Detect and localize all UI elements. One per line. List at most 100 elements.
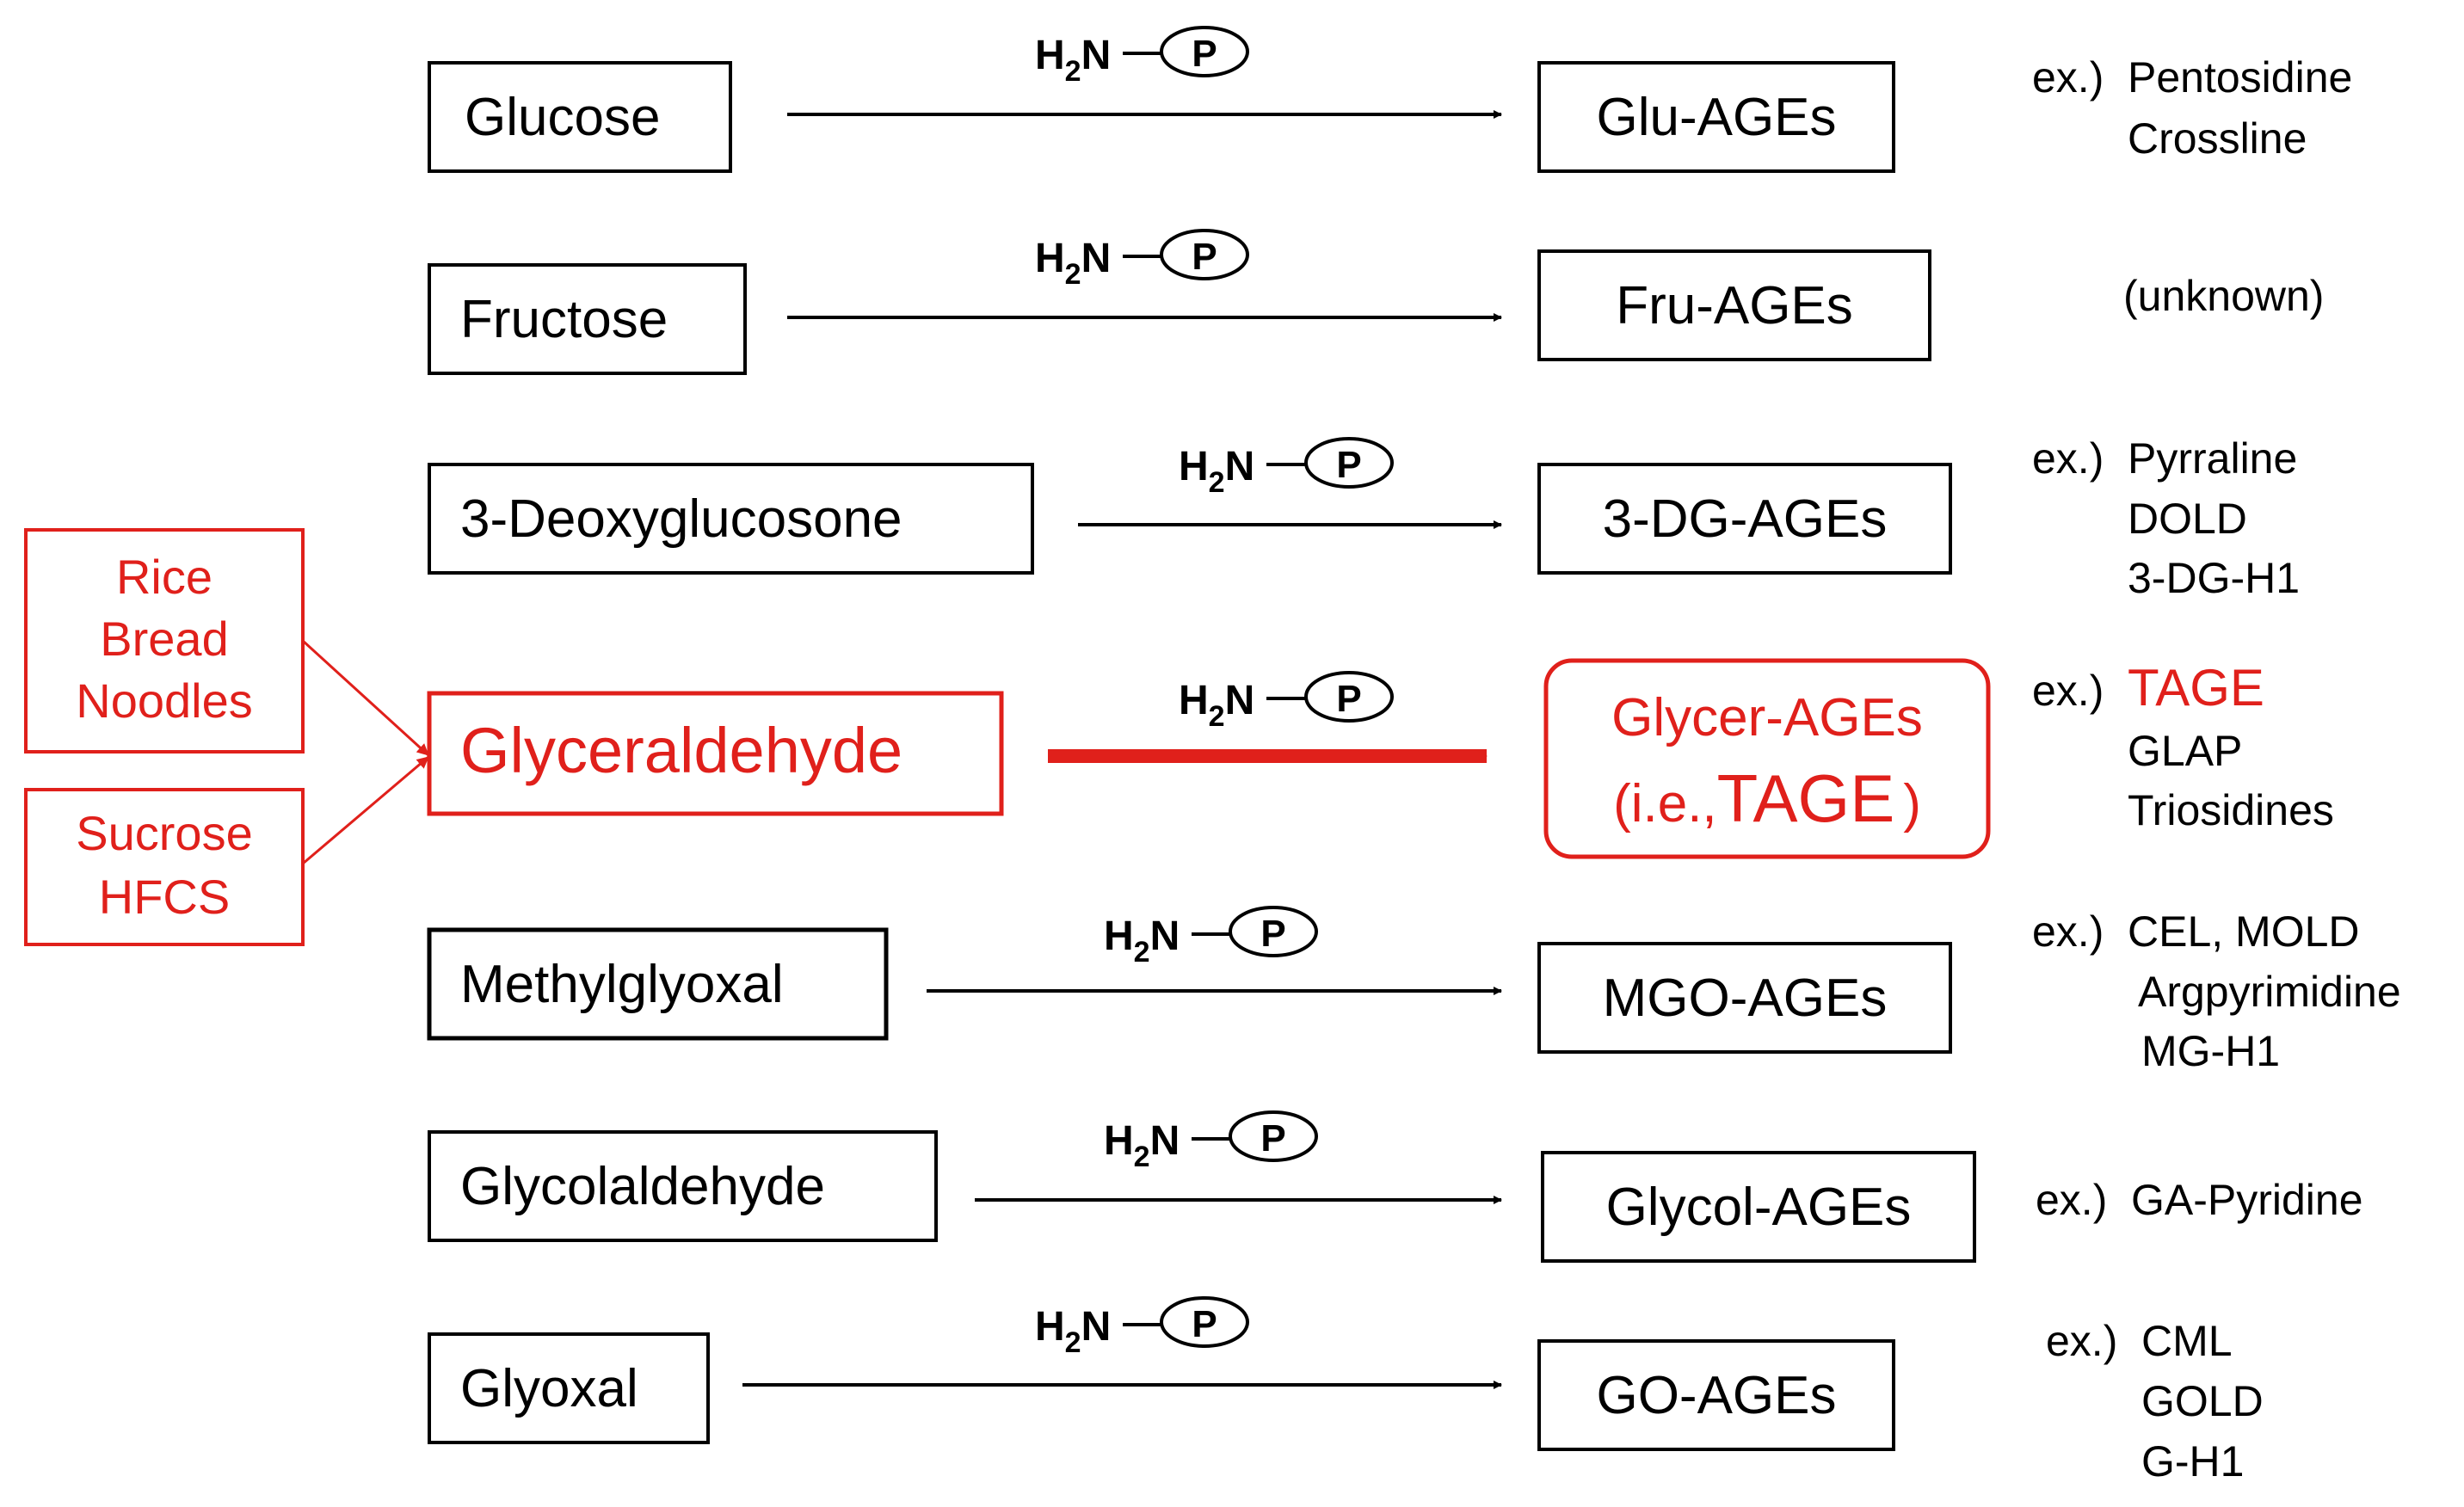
precursor-box [428, 1130, 938, 1242]
amine-suffix: N [1081, 33, 1112, 78]
amine-subscript: 2 [1209, 466, 1225, 499]
example-item: Pyrraline [2128, 434, 2297, 483]
row-glycolaldehyde: Glycolaldehyde H2N P Glycol-AGEs ex.) GA… [428, 1110, 2363, 1263]
amine-suffix: N [1225, 678, 1255, 723]
amine-suffix: N [1081, 236, 1112, 281]
precursor-label: Glyoxal [460, 1359, 638, 1418]
precursor-label: Fructose [460, 290, 668, 349]
grain-to-glyceraldehyde-arrow [301, 639, 430, 757]
product-box [1537, 249, 1931, 361]
protein-circle-icon [1229, 906, 1318, 957]
product-note-main: TAGE [1717, 760, 1895, 836]
product-label: Glycer-AGEs [1611, 688, 1923, 747]
example-item-highlight: TAGE [2128, 659, 2264, 717]
protein-circle-label: P [1192, 1303, 1217, 1345]
amine-suffix: N [1150, 913, 1180, 959]
protein-circle-label: P [1192, 33, 1217, 75]
precursor-box [428, 61, 732, 173]
amine-subscript: 2 [1065, 55, 1081, 88]
product-box [1543, 658, 1991, 859]
amine-prefix: H [1035, 1304, 1065, 1350]
examples-prefix: ex.) [2032, 53, 2104, 101]
amine-subscript: 2 [1134, 936, 1150, 969]
svg-text:H2N: H2N [1035, 1304, 1111, 1359]
grain-sources-box: Rice Bread Noodles [24, 528, 305, 754]
example-item: G-H1 [2141, 1437, 2244, 1485]
example-item: DOLD [2128, 495, 2247, 543]
amine-suffix: N [1081, 1304, 1112, 1350]
row-glyoxal: Glyoxal H2N P GO-AGEs ex.) CML GOLD G-H1 [428, 1296, 2264, 1485]
product-label: 3-DG-AGEs [1603, 489, 1888, 549]
product-label: MGO-AGEs [1603, 969, 1888, 1028]
examples-prefix: ex.) [2032, 907, 2104, 956]
precursor-label: Methylglyoxal [460, 955, 784, 1014]
precursor-box [428, 1332, 710, 1444]
example-item: (unknown) [2123, 272, 2324, 320]
protein-circle-icon [1304, 437, 1394, 489]
protein-circle-label: P [1336, 678, 1361, 720]
amine-suffix: N [1225, 444, 1255, 489]
svg-text:H2N: H2N [1104, 1118, 1180, 1173]
protein-circle-label: P [1192, 236, 1217, 278]
protein-circle-icon [1160, 1296, 1249, 1348]
example-item: GOLD [2141, 1377, 2264, 1425]
product-note-prefix: (i.e., [1613, 774, 1717, 833]
source-rice-label: Rice [116, 550, 213, 604]
amine-prefix: H [1179, 678, 1209, 723]
protein-circle-icon [1304, 671, 1394, 723]
precursor-label: 3-Deoxyglucosone [460, 489, 902, 549]
amine-prefix: H [1104, 1118, 1134, 1164]
amine-prefix: H [1035, 236, 1065, 281]
example-item: Triosidines [2128, 786, 2334, 834]
precursor-box [427, 927, 889, 1041]
example-item: 3-DG-H1 [2128, 554, 2300, 602]
protein-circle-icon [1160, 229, 1249, 280]
precursor-box [428, 463, 1034, 575]
product-box [1537, 1339, 1895, 1451]
amine-subscript: 2 [1065, 1326, 1081, 1359]
amine-prefix: H [1035, 33, 1065, 78]
example-item: CEL, MOLD [2128, 907, 2360, 956]
example-item: Pentosidine [2128, 53, 2352, 101]
row-3-deoxyglucosone: 3-Deoxyglucosone H2N P 3-DG-AGEs ex.) Py… [428, 434, 2300, 602]
amine-subscript: 2 [1065, 258, 1081, 291]
product-note: (i.e.,TAGE) [1613, 760, 1921, 836]
examples-prefix: ex.) [2032, 667, 2104, 715]
amine-label: H2N P [1104, 906, 1318, 969]
example-item: MG-H1 [2141, 1027, 2280, 1075]
examples-prefix: ex.) [2036, 1176, 2107, 1224]
svg-text:H2N: H2N [1179, 444, 1254, 499]
amine-label: H2N P [1035, 1296, 1249, 1359]
amine-prefix: H [1179, 444, 1209, 489]
row-fructose: Fructose H2N P Fru-AGEs (unknown) [428, 229, 2324, 375]
product-box [1537, 61, 1895, 173]
amine-label: H2N P [1035, 229, 1249, 291]
precursor-label: Glyceraldehyde [460, 715, 902, 786]
amine-label: H2N P [1035, 26, 1249, 88]
product-note-suffix: ) [1903, 774, 1921, 833]
product-box [1537, 463, 1952, 575]
product-label: Glycol-AGEs [1606, 1178, 1912, 1237]
precursor-label: Glycolaldehyde [460, 1157, 825, 1216]
amine-label: H2N P [1179, 671, 1394, 733]
examples-prefix: ex.) [2046, 1317, 2117, 1365]
amine-label: H2N P [1104, 1110, 1318, 1173]
precursor-box [427, 691, 1004, 816]
svg-text:H2N: H2N [1035, 33, 1111, 88]
example-item: Argpyrimidine [2138, 968, 2401, 1016]
product-box [1537, 942, 1952, 1054]
sugar-to-glyceraldehyde-arrow [302, 755, 429, 865]
amine-label: H2N P [1179, 437, 1394, 499]
row-glucose: Glucose H2N P Glu-AGEs ex.) Pentosidine … [428, 26, 2352, 173]
protein-circle-label: P [1336, 444, 1361, 486]
protein-circle-icon [1160, 26, 1249, 77]
example-item: GLAP [2128, 727, 2242, 775]
example-item: GA-Pyridine [2131, 1176, 2363, 1224]
row-methylglyoxal: Methylglyoxal H2N P MGO-AGEs ex.) CEL, M… [427, 906, 2401, 1075]
source-bread-label: Bread [100, 612, 228, 666]
protein-circle-label: P [1260, 913, 1285, 955]
product-box [1541, 1151, 1976, 1263]
product-label: GO-AGEs [1596, 1366, 1836, 1425]
example-item: Crossline [2128, 114, 2307, 163]
